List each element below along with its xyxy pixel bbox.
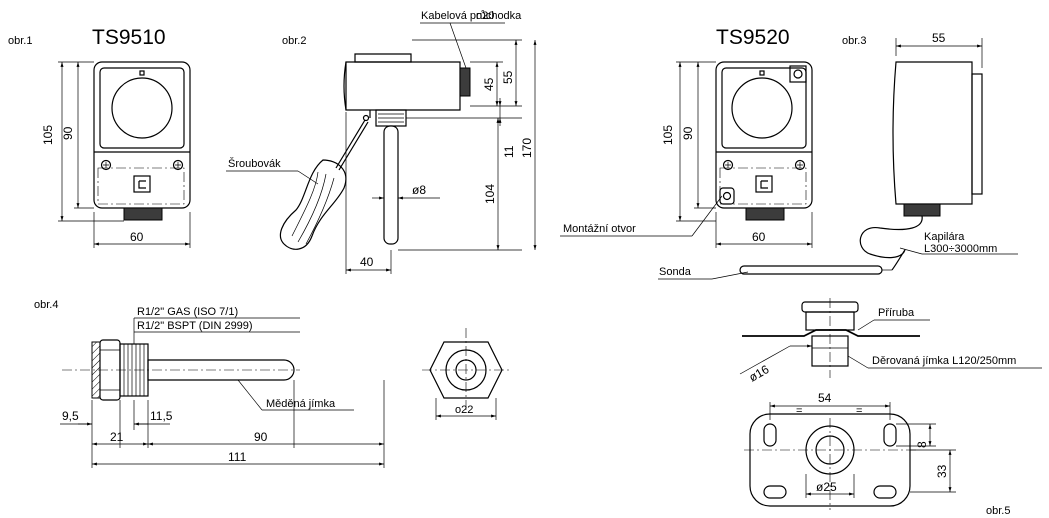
screwdriver-callout: Šroubovák: [226, 157, 319, 185]
fig2-dim-11: 11: [502, 145, 516, 158]
figure-2: obr.2 Šroubovák: [226, 10, 537, 274]
flange-top-view: [744, 413, 916, 510]
figure-3-label: obr.3: [842, 35, 866, 47]
figure-5-label: obr.5: [986, 505, 1010, 517]
thread-bspt-label: R1/2" BSPT (DIN 2999): [137, 320, 253, 332]
mounting-hole-callout: Montážní otvor: [560, 195, 723, 237]
figure-4-dimensions: 9,5 11,5 21 90 111: [60, 380, 385, 468]
mounting-hole-label: Montážní otvor: [563, 223, 636, 235]
probe-sensor: [739, 265, 892, 275]
figure-1-model: TS9510: [92, 26, 166, 49]
thermostat-front-view-remote: [715, 61, 813, 221]
figure-5-dimensions: 54 = = ø25 8 33: [769, 391, 956, 498]
fig5-dim-8: 8: [915, 441, 929, 448]
fig2-dim-170: 170: [520, 138, 534, 158]
fig2-dim-45: 45: [482, 77, 496, 91]
flange-label: Příruba: [878, 307, 915, 319]
fig4-dim-90: 90: [254, 430, 268, 444]
figure-1-dimensions: 105 90 60: [41, 61, 191, 248]
fig5-eq-left: =: [796, 405, 802, 417]
thermostat-side-view: [343, 53, 471, 245]
capillary-label: Kapilára: [924, 231, 965, 243]
figure-1-label: obr.1: [8, 35, 32, 47]
fig1-dim-90: 90: [61, 126, 75, 140]
figure-1: obr.1 TS9510 105 90: [8, 26, 191, 248]
figure-2-label: obr.2: [282, 35, 306, 47]
fig5-dim-54: 54: [818, 391, 832, 405]
figure-4: obr.4 R1/2" GAS (ISO 7/1) R1/2" BSPT (DI…: [34, 299, 512, 468]
fig5-dim-16: ø16: [747, 362, 772, 385]
fig2-dim-40: 40: [360, 255, 374, 269]
remote-side-view: 55: [859, 31, 983, 271]
figure-3-model: TS9520: [716, 26, 790, 49]
fig4-dim-11-5: 11,5: [150, 409, 173, 423]
cable-gland-callout: Kabelová průchodka ο20: [420, 10, 522, 69]
fig4-dim-111: 111: [228, 450, 247, 464]
fig2-dim-104: 104: [483, 184, 497, 204]
fig2-dim-8: ø8: [412, 183, 426, 197]
fig2-dim-55: 55: [501, 70, 515, 84]
fig4-dim-9-5: 9,5: [62, 409, 79, 423]
sleeve-side-view: [62, 339, 300, 401]
flange-side-view: [742, 298, 920, 378]
fig3-dim-55: 55: [932, 31, 946, 45]
figure-5: obr.5 Příruba Děrovaná jímka L120/250mm …: [739, 298, 1042, 517]
fig4-dim-21: 21: [110, 430, 124, 444]
fig1-dim-105: 105: [41, 125, 55, 145]
thread-callout: R1/2" GAS (ISO 7/1) R1/2" BSPT (DIN 2999…: [133, 306, 300, 344]
figure-3-dimensions: 105 90 60: [661, 61, 813, 248]
flange-callout: Příruba: [857, 307, 930, 331]
fig3-dim-90: 90: [681, 126, 695, 140]
figure-4-label: obr.4: [34, 299, 58, 311]
cable-gland-dim: ο20: [476, 10, 494, 22]
sleeve-sleeve-callout: Měděná jímka: [237, 379, 354, 411]
fig3-dim-60: 60: [752, 230, 766, 244]
cable-gland-label: Kabelová průchodka: [421, 10, 522, 22]
perforated-sleeve-label: Děrovaná jímka L120/250mm: [872, 355, 1016, 367]
screwdriver-illustration: [279, 119, 369, 250]
probe-label: Sonda: [659, 266, 692, 278]
fig4-dim-22: ο22: [455, 404, 473, 416]
figure-3: TS9520 obr.3 105: [560, 26, 1018, 280]
perforated-sleeve-callout: Děrovaná jímka L120/250mm: [847, 355, 1042, 369]
copper-sleeve-label: Měděná jímka: [266, 398, 336, 410]
fig5-eq-right: =: [856, 405, 862, 417]
fig3-dim-105: 105: [661, 125, 675, 145]
fig5-dim-33: 33: [935, 464, 949, 478]
thread-gas-label: R1/2" GAS (ISO 7/1): [137, 306, 238, 318]
probe-callout: Sonda: [658, 266, 749, 280]
fig5-dim-25: ø25: [816, 480, 837, 494]
thermostat-front-view: [93, 61, 191, 221]
screwdriver-label: Šroubovák: [228, 157, 281, 170]
capillary-callout: Kapilára L300÷3000mm: [899, 231, 1018, 255]
fig1-dim-60: 60: [130, 230, 144, 244]
fig5-dim-16-group: ø16: [739, 344, 812, 385]
sleeve-end-view: ο22: [422, 328, 512, 420]
capillary-length: L300÷3000mm: [924, 243, 997, 255]
figure-2-dimensions: 45 55 11 170 104 ø8 40: [345, 39, 537, 274]
